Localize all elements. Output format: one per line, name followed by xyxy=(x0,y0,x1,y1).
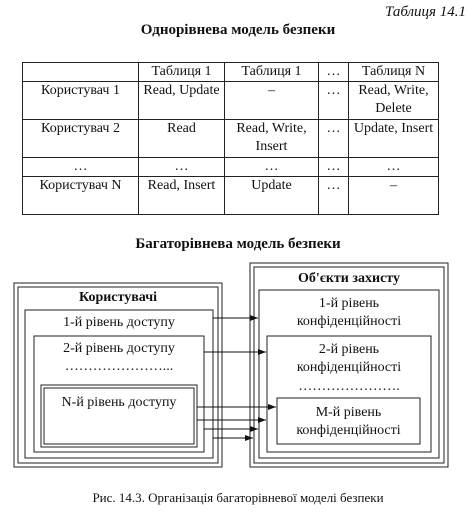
table-cell: … xyxy=(138,157,225,177)
table-cell: … xyxy=(224,157,319,177)
table-cell: Read, Write, Delete xyxy=(348,81,439,120)
access-level-n-box-inner xyxy=(43,387,195,445)
access-level-2-box xyxy=(33,335,205,453)
table-cell: Користувач 1 xyxy=(22,81,139,120)
conf-level-m-box xyxy=(276,397,421,445)
conf-dots: …………………. xyxy=(298,379,400,394)
table-cell: … xyxy=(318,176,349,215)
users-title: Користувачі xyxy=(79,290,157,305)
header-cell: Таблиця 1 xyxy=(138,62,225,82)
table-cell: – xyxy=(348,176,439,215)
table-cell: Користувач 2 xyxy=(22,119,139,158)
single-level-title: Однорівнева модель безпеки xyxy=(140,22,336,38)
objects-title: Об'єкти захисту xyxy=(298,271,400,286)
access-level-n-box-outer xyxy=(40,384,198,448)
table-cell: Read xyxy=(138,119,225,158)
users-outer-frame xyxy=(13,282,223,468)
table-cell: Користувач N xyxy=(22,176,139,215)
table-cell: … xyxy=(318,119,349,158)
table-cell: Update, Insert xyxy=(348,119,439,158)
objects-outer-frame xyxy=(249,262,449,468)
figure-caption: Рис. 14.3. Організація багаторівневої мо… xyxy=(92,490,384,505)
table-row: Користувач 2 Read Read, Write, Insert … … xyxy=(22,119,439,158)
access-level-1-label: 1-й рівень доступу xyxy=(63,315,175,330)
table-header-row: Таблиця 1 Таблиця 1 … Таблиця N xyxy=(22,62,439,82)
access-matrix-table: Таблиця 1 Таблиця 1 … Таблиця N Користув… xyxy=(22,62,439,215)
access-level-n-label: N-й рівень доступу xyxy=(61,395,177,410)
table-cell: Read, Update xyxy=(138,81,225,120)
conf-level-2-label: 2-й рівень конфіденційності xyxy=(296,342,402,375)
table-number: Таблиця 14.1 xyxy=(385,4,466,20)
table-cell: Read, Insert xyxy=(138,176,225,215)
conf-level-1-box xyxy=(258,289,440,459)
table-row: … … … … … xyxy=(22,157,439,177)
multi-level-title: Багаторівнева модель безпеки xyxy=(135,236,341,252)
table-cell: … xyxy=(318,81,349,120)
access-dots: …………………... xyxy=(64,359,174,374)
conf-level-1-label: 1-й рівень конфіденційності xyxy=(296,296,402,329)
conf-level-m-label: М-й рівень конфіденційності xyxy=(296,405,401,438)
table-cell: Update xyxy=(224,176,319,215)
access-level-2-label: 2-й рівень доступу xyxy=(63,341,175,356)
objects-inner-frame xyxy=(253,266,445,464)
conf-level-2-box xyxy=(266,335,432,453)
table-row: Користувач N Read, Insert Update … – xyxy=(22,176,439,215)
header-cell: Таблиця 1 xyxy=(224,62,319,82)
access-level-1-box xyxy=(24,309,214,459)
users-inner-frame xyxy=(17,286,219,464)
